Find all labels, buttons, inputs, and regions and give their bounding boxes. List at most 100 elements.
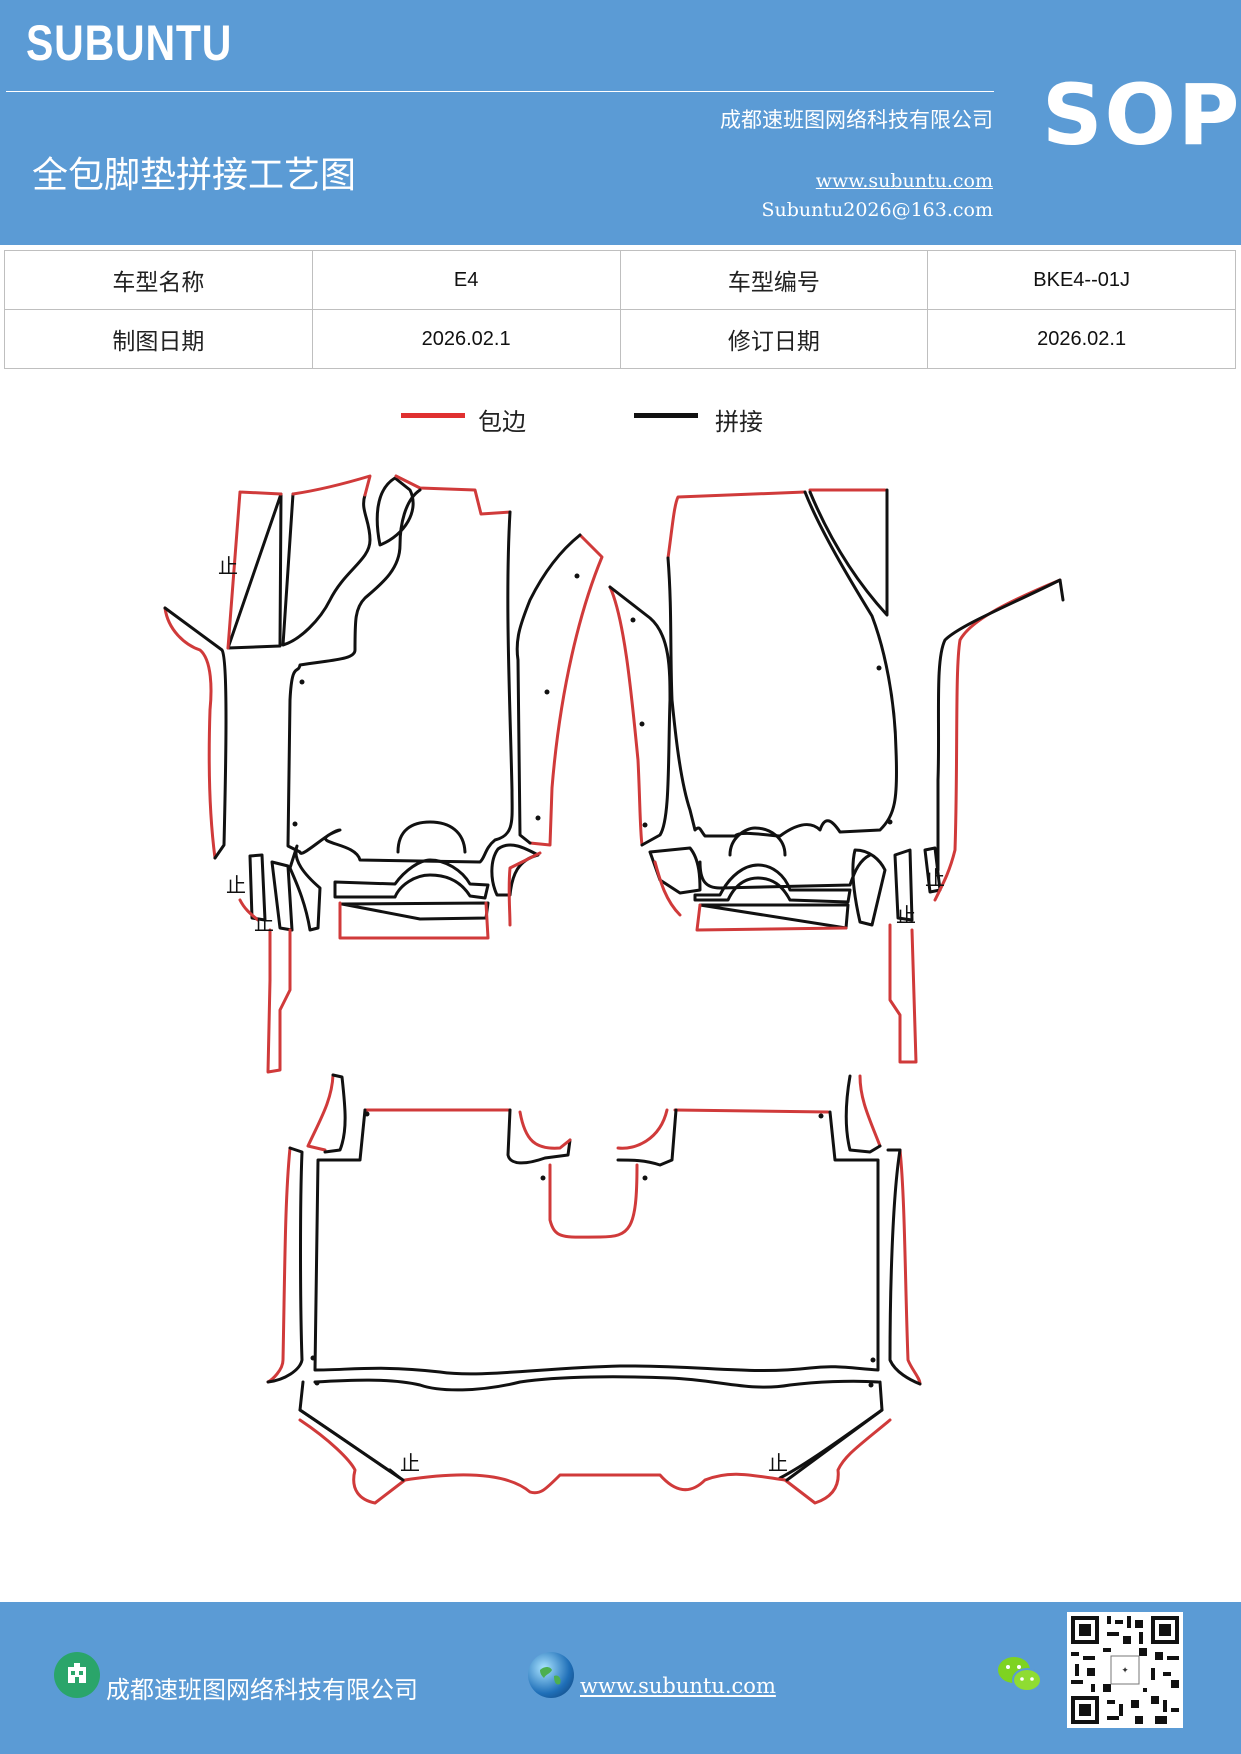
info-table: 车型名称 E4 车型编号 BKE4--01J 制图日期 2026.02.1 修订… [4, 250, 1236, 369]
drawing-date-label: 制图日期 [4, 309, 313, 369]
seam-line [851, 848, 887, 927]
website-link[interactable]: www.subuntu.com [815, 170, 993, 192]
edge-line [306, 1073, 335, 1152]
seam-line [886, 1148, 922, 1386]
seam-line [490, 843, 540, 897]
seam-line [893, 848, 914, 922]
fastener-dot [310, 1355, 316, 1361]
table-row: 制图日期 2026.02.1 修订日期 2026.02.1 [4, 309, 1236, 369]
edge-line [266, 1146, 292, 1384]
legend-label-edge: 包边 [478, 408, 526, 436]
fastener-dot [642, 822, 648, 828]
edge-line [888, 923, 918, 1064]
legend-swatch-edge [401, 413, 465, 418]
seam-line [506, 1108, 572, 1165]
edge-line [673, 1108, 830, 1114]
seam-line [844, 1074, 882, 1154]
footer-website-link[interactable]: www.subuntu.com [580, 1674, 776, 1698]
edge-line [394, 474, 512, 516]
stop-mark: 止 [896, 903, 916, 927]
drawing-date-value: 2026.02.1 [311, 309, 621, 369]
sop-badge: SOP [1042, 66, 1241, 164]
seam-line [648, 846, 702, 895]
brand-logo: SUBUNTU [26, 15, 233, 71]
seam-line [313, 1108, 880, 1376]
company-name: 成都速班图网络科技有限公司 [720, 108, 993, 132]
fastener-dot [818, 1113, 824, 1119]
model-code-value: BKE4--01J [927, 250, 1236, 310]
seam-line [666, 490, 899, 838]
seam-line [281, 492, 372, 647]
seam-line [698, 903, 850, 930]
fastener-dot [630, 617, 636, 623]
seam-line [288, 844, 322, 932]
edge-line [653, 860, 682, 917]
building-icon [54, 1652, 100, 1698]
fastener-dot [299, 679, 305, 685]
seam-line [270, 860, 294, 932]
seam-line [608, 585, 672, 847]
seam-line [515, 533, 582, 845]
seam-line [333, 858, 490, 900]
edge-line [338, 901, 490, 940]
model-name-label: 车型名称 [4, 250, 313, 310]
fastener-dot [642, 1175, 648, 1181]
edge-line [608, 585, 644, 847]
seam-line [693, 863, 852, 904]
seam-line [266, 1146, 304, 1384]
edge-line [548, 1163, 639, 1239]
stop-mark: 止 [925, 866, 945, 890]
revision-date-value: 2026.02.1 [927, 309, 1236, 369]
seam-line [248, 853, 267, 922]
fastener-dot [868, 1382, 874, 1388]
seam-line [936, 578, 1065, 872]
edge-line [933, 578, 1062, 902]
legend-swatch-seam [634, 413, 698, 418]
seam-line [396, 820, 467, 854]
fastener-dot [364, 1111, 370, 1117]
seam-line [286, 488, 514, 864]
fastener-dot [876, 665, 882, 671]
stop-mark: 止 [400, 1451, 420, 1475]
legend: 包边 拼接 [0, 400, 1241, 440]
edge-line [226, 490, 283, 650]
qr-code: ✦ [1067, 1612, 1183, 1728]
fastener-dot [639, 721, 645, 727]
header-divider [6, 91, 994, 92]
globe-icon [528, 1652, 574, 1698]
fastener-dot [292, 821, 298, 827]
seam-line [323, 1073, 347, 1154]
edge-line [291, 474, 372, 497]
seam-line [340, 901, 490, 921]
seam-line [808, 488, 889, 617]
seam-line [163, 606, 228, 860]
rear-mat-group [266, 1073, 922, 1505]
edge-line [507, 851, 542, 927]
edge-line [666, 490, 807, 560]
edge-line [695, 903, 848, 932]
seam-line [785, 1408, 884, 1482]
footer-banner: 成都速班图网络科技有限公司 www.subuntu.com [0, 1602, 1241, 1754]
stop-mark: 止 [226, 873, 246, 897]
seam-line [375, 476, 415, 547]
seam-line [616, 1108, 678, 1167]
legend-label-seam: 拼接 [715, 408, 763, 436]
model-code-label: 车型编号 [619, 250, 929, 310]
edge-line [898, 1148, 922, 1386]
edge-line [528, 533, 604, 847]
edge-line [238, 898, 292, 1074]
document-title: 全包脚垫拼接工艺图 [32, 155, 357, 196]
wechat-icon[interactable] [996, 1654, 1044, 1696]
stop-mark: 止 [768, 1451, 788, 1475]
edge-line [298, 1418, 892, 1505]
header-banner: SUBUNTU 成都速班图网络科技有限公司 全包脚垫拼接工艺图 www.subu… [0, 0, 1241, 245]
seam-line [226, 492, 283, 650]
contact-email: Subuntu2026@163.com [761, 199, 993, 221]
fastener-dot [535, 815, 541, 821]
stop-mark: 止 [218, 554, 238, 578]
front-left-mat-group [163, 474, 604, 1074]
stop-mark: 止 [254, 911, 274, 935]
fastener-dot [544, 689, 550, 695]
seam-line [298, 1408, 405, 1482]
